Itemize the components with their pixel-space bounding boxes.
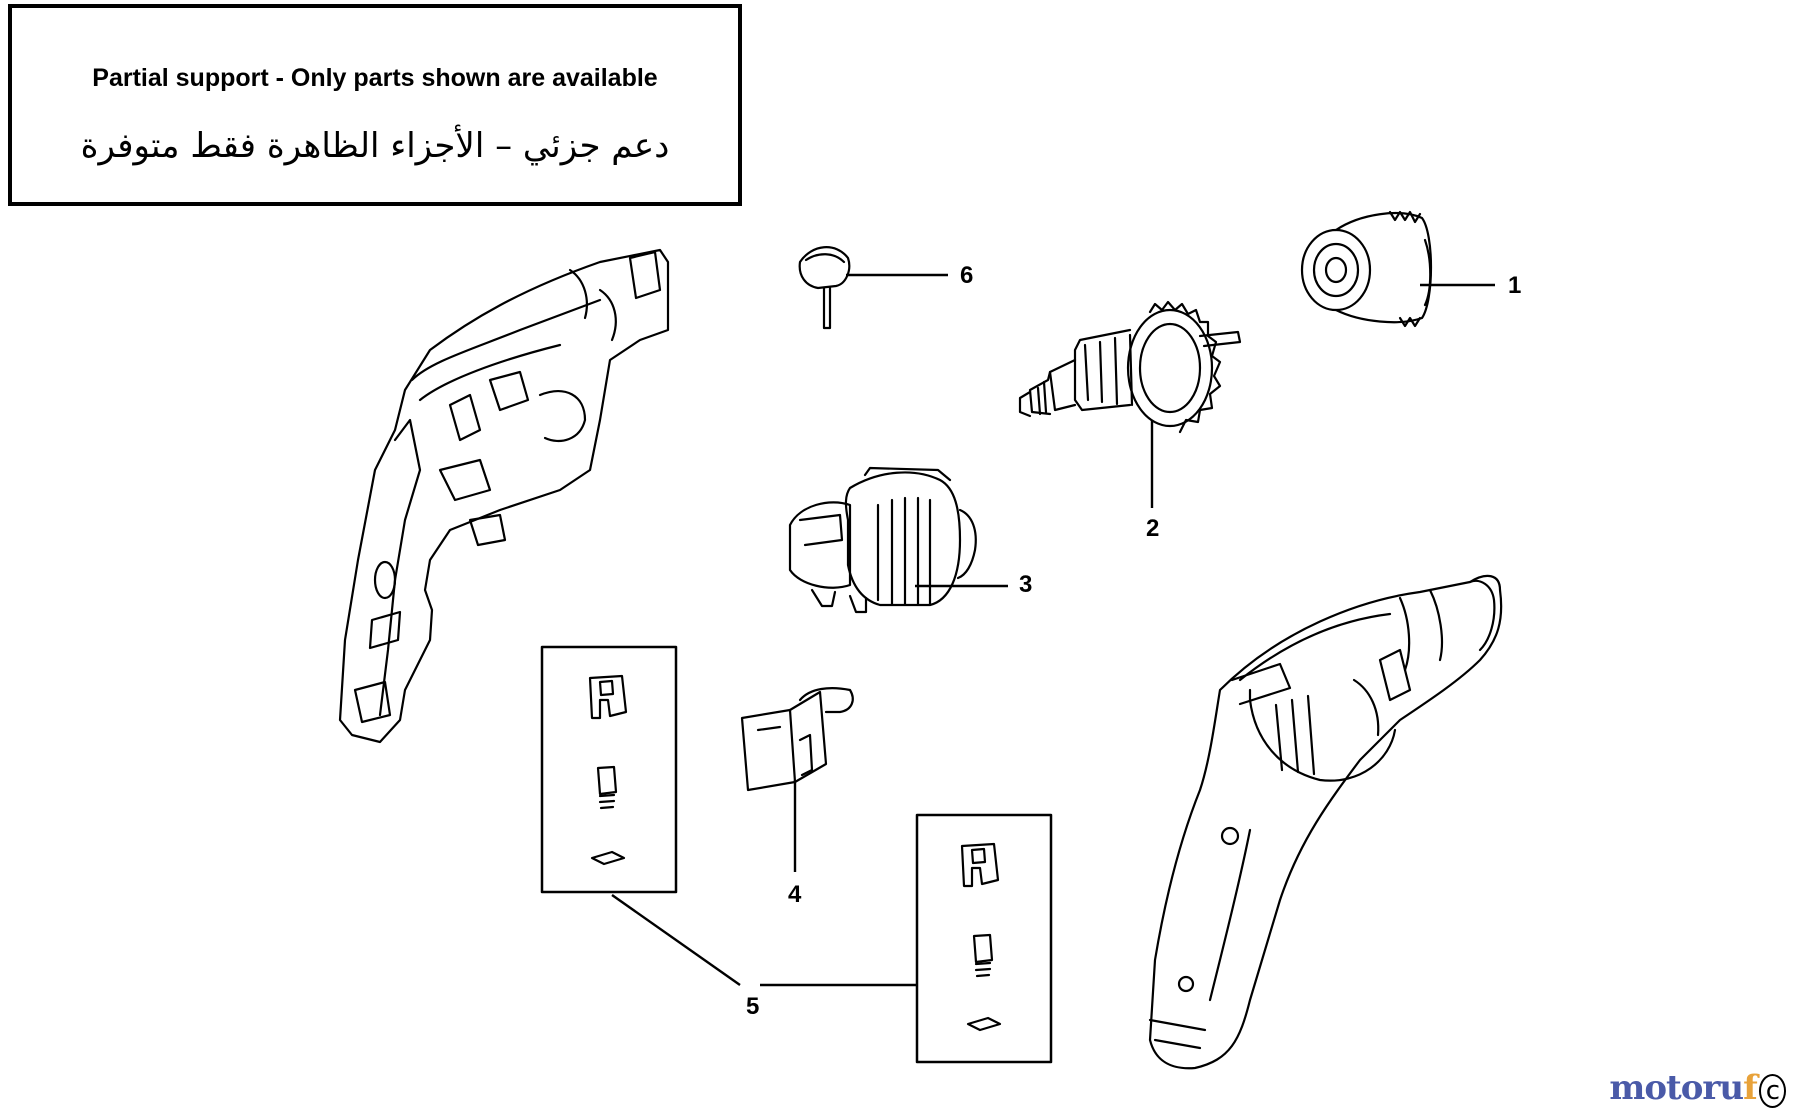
watermark-text-a: motoru — [1609, 1068, 1744, 1108]
notice-arabic-text: دعم جزئي – الأجزاء الظاهرة فقط متوفرة — [80, 126, 670, 166]
callout-5: 5 — [746, 993, 759, 1020]
callout-6: 6 — [960, 262, 973, 289]
notice-english-text: Partial support - Only parts shown are a… — [92, 64, 658, 92]
field-stator-drawing — [788, 466, 977, 614]
leader-line-5a — [611, 894, 741, 986]
brush-kit-left-drawing — [540, 645, 678, 894]
callout-1: 1 — [1508, 272, 1521, 299]
switch-drawing — [740, 687, 854, 792]
callout-3: 3 — [1019, 571, 1032, 598]
leader-lines — [611, 273, 1495, 987]
chuck-drawing — [1300, 210, 1433, 328]
callout-2: 2 — [1146, 515, 1159, 542]
selector-knob-drawing — [798, 246, 851, 330]
brush-kit-right-drawing — [915, 813, 1053, 1064]
armature-drawing — [1018, 300, 1242, 434]
drill-housing-right-drawing — [1148, 574, 1503, 1070]
notice-box: Partial support - Only parts shown are a… — [8, 4, 742, 206]
copyright-symbol: c — [1758, 1074, 1786, 1108]
housing-half-left-drawing — [338, 248, 670, 744]
watermark-text-b: f — [1743, 1068, 1758, 1108]
callout-4: 4 — [788, 881, 802, 908]
